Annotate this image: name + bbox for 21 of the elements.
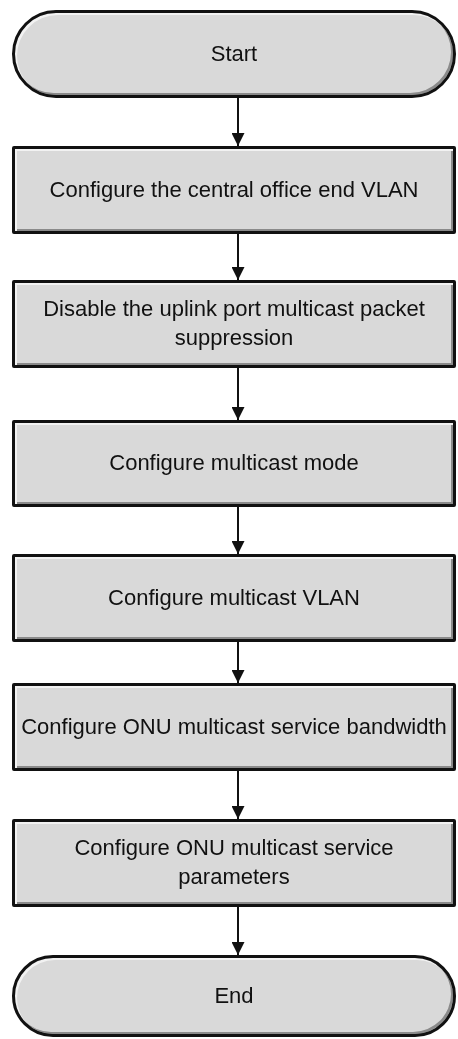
process-box (12, 146, 456, 234)
step-label: Start (209, 39, 259, 68)
process-box (12, 554, 456, 642)
arrow (231, 97, 245, 147)
arrow (231, 506, 245, 555)
step-label: Configure the central office end VLAN (48, 175, 420, 204)
arrow (231, 641, 245, 684)
step-label: Configure multicast VLAN (107, 583, 361, 612)
arrow (231, 906, 245, 956)
arrow (231, 367, 245, 421)
step-label: Configure ONU multicast service bandwidth (20, 712, 448, 741)
step-label: Disable the uplink port multicast packet suppression (42, 295, 426, 352)
process-box (12, 420, 456, 507)
step-label: Configure multicast mode (108, 449, 360, 478)
process-box (12, 819, 456, 907)
arrow (231, 770, 245, 820)
arrow (231, 233, 245, 281)
process-box (12, 280, 456, 368)
step-label: End (213, 981, 255, 1010)
process-box (12, 683, 456, 771)
step-label: Configure ONU multicast service parameters (73, 834, 395, 891)
